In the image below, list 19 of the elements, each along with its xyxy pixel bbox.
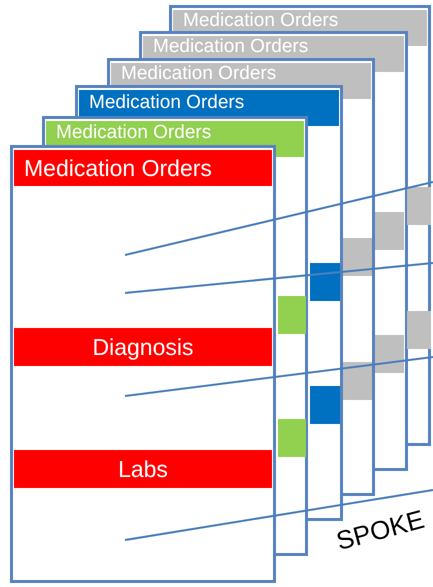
- color-block: [407, 311, 431, 349]
- card-header: Medication Orders: [143, 36, 404, 58]
- card-header: Medication Orders: [14, 150, 272, 186]
- annotation-text: SPOKE: [333, 504, 428, 557]
- color-block: [375, 212, 404, 250]
- card-header: Medication Orders: [111, 63, 371, 85]
- color-block: [375, 335, 404, 373]
- color-block: [343, 362, 372, 400]
- section-band: Labs: [14, 450, 272, 488]
- color-block: [310, 263, 340, 301]
- color-block: [278, 296, 306, 334]
- color-block: [407, 187, 431, 225]
- section-band: Diagnosis: [14, 328, 272, 366]
- card-header: Medication Orders: [46, 121, 304, 145]
- color-block: [343, 238, 372, 276]
- color-block: [278, 419, 306, 457]
- color-block: [310, 386, 340, 424]
- card-header: Medication Orders: [173, 10, 427, 31]
- card-header: Medication Orders: [79, 90, 339, 116]
